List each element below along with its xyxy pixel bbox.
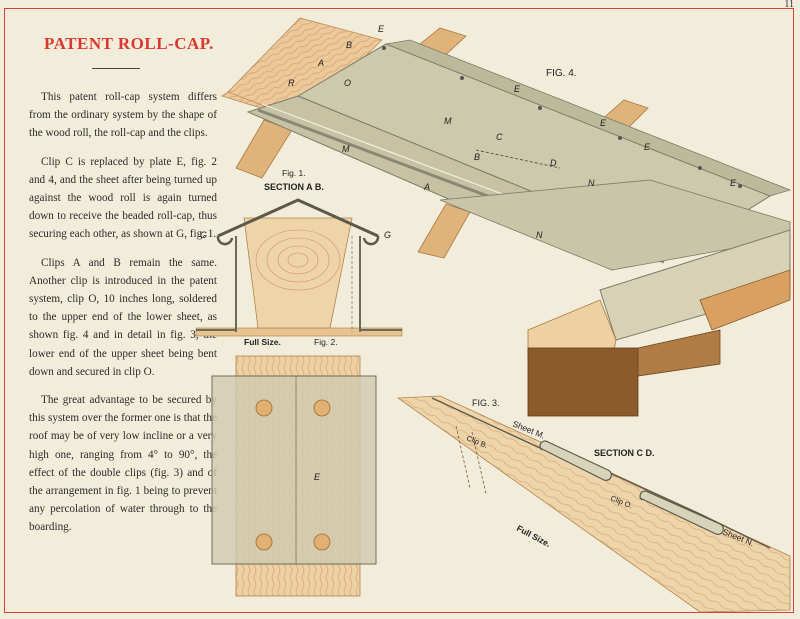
fig4-label-M: M — [444, 116, 452, 126]
fig3-board — [396, 395, 791, 613]
fig1-label-G-right: G — [384, 230, 391, 240]
fig1-caption: Full Size. — [244, 337, 281, 347]
fig2-plate-view: Fig. 2. E — [211, 337, 377, 597]
fig4-label-A: A — [317, 58, 324, 68]
fig2-title: Fig. 2. — [314, 337, 338, 347]
paragraph: This patent roll-cap system differs from… — [29, 91, 217, 140]
fig1-subtitle: SECTION A B. — [264, 182, 324, 192]
fig2-label-E: E — [314, 472, 321, 482]
fig1-section-ab: Fig. 1. SECTION A B. G G Full Size. — [195, 168, 403, 347]
fig1-wood-roll — [243, 217, 353, 329]
fig3-clip-O — [639, 490, 724, 535]
page-border — [4, 8, 794, 613]
fig3-clip-B — [539, 440, 612, 481]
fig4-rafter — [417, 203, 471, 259]
fig3-caption: Full Size. — [515, 523, 552, 549]
fig4-label-O: O — [344, 78, 351, 88]
paragraph: The great advantage to be secured by thi… — [29, 394, 217, 534]
page-title: PATENT ROLL-CAP. — [44, 34, 214, 53]
fig3-title: FIG. 3. — [472, 398, 500, 408]
paragraph: Clips A and B remain the same. Another c… — [29, 256, 217, 378]
fig4-label-N: N — [536, 230, 543, 240]
fig4-label-E: E — [378, 24, 385, 34]
fig3-section-title: SECTION C D. — [594, 448, 655, 458]
fig4-label-E: E — [644, 142, 651, 152]
fig4-perspective-view: FIG. 4. E B A O R E E E E M M C B D A N … — [221, 17, 792, 417]
fig4-label-R: R — [288, 78, 295, 88]
fig1-roll-cap — [217, 198, 379, 238]
fig4-label-C: C — [496, 132, 503, 142]
fig4-title: FIG. 4. — [546, 68, 577, 79]
paragraph: Clip C is replaced by plate E, fig. 2 an… — [29, 155, 217, 241]
fig4-label-E: E — [730, 178, 737, 188]
fig4-label-E: E — [600, 118, 607, 128]
fig3-section-cd: FIG. 3. Sheet M. Clip B. SECTION C D. Cl… — [396, 395, 791, 613]
title-rule — [92, 68, 140, 69]
fig4-label-A: A — [423, 182, 430, 192]
fig4-label-B: B — [346, 40, 352, 50]
fig4-label-N: N — [588, 178, 595, 188]
fig4-wall — [527, 347, 639, 417]
fig1-title: Fig. 1. — [282, 168, 306, 178]
fig1-label-G-left: G — [200, 230, 207, 240]
fig4-label-M: M — [342, 144, 350, 154]
fig4-label-E: E — [514, 84, 521, 94]
page-number: 11 — [784, 0, 794, 10]
fig4-label-B: B — [474, 152, 480, 162]
fig4-label-D: D — [550, 158, 557, 168]
description-text: This patent roll-cap system differs from… — [29, 88, 217, 547]
fig2-plate-E — [211, 375, 377, 565]
